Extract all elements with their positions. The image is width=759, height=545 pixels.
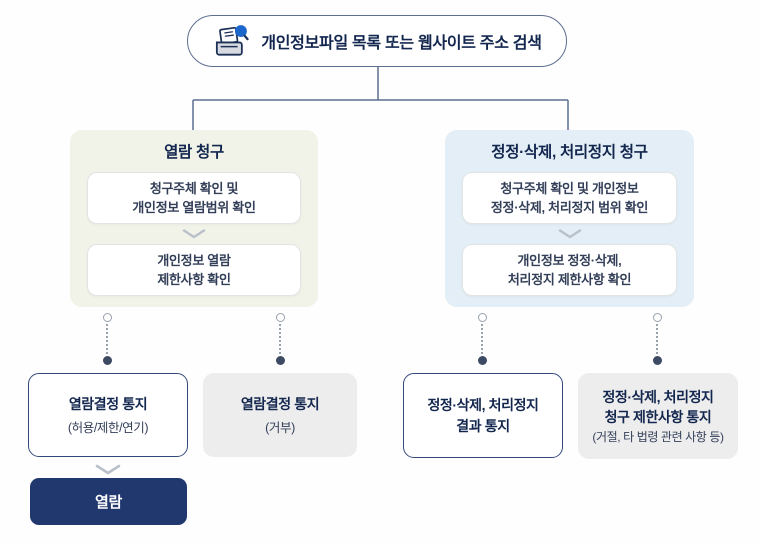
outcome-title: 정정·삭제, 처리정지 청구 제한사항 통지 bbox=[602, 388, 714, 426]
outcome-subtitle: (거절, 타 법령 관련 사항 등) bbox=[592, 429, 724, 444]
outcome-correction-result-notice: 정정·삭제, 처리정지 결과 통지 bbox=[403, 373, 563, 458]
outcome-title: 열람결정 통지 bbox=[68, 395, 148, 412]
panel-correction-title: 정정·삭제, 처리정지 청구 bbox=[491, 144, 648, 161]
dotted-connector bbox=[275, 313, 285, 365]
chevron-down-icon bbox=[87, 224, 301, 244]
chevron-down-icon bbox=[462, 224, 677, 244]
outcome-subtitle: (거부) bbox=[265, 420, 295, 435]
outcome-title: 열람결정 통지 bbox=[240, 395, 320, 412]
outcome-subtitle: (허용/제한/연기) bbox=[67, 420, 149, 435]
view-action-button[interactable]: 열람 bbox=[30, 478, 187, 525]
outcome-view-decision-refusal: 열람결정 통지 (거부) bbox=[203, 373, 357, 457]
document-search-icon bbox=[212, 24, 250, 58]
outcome-title: 정정·삭제, 처리정지 결과 통지 bbox=[427, 396, 539, 434]
dotted-connector bbox=[102, 313, 112, 365]
panel-view-title: 열람 청구 bbox=[164, 144, 224, 161]
outcome-correction-restriction-notice: 정정·삭제, 처리정지 청구 제한사항 통지 (거절, 타 법령 관련 사항 등… bbox=[578, 373, 738, 459]
step-view-2: 개인정보 열람 제한사항 확인 bbox=[87, 244, 301, 296]
root-node: 개인정보파일 목록 또는 웹사이트 주소 검색 bbox=[187, 15, 567, 67]
step-view-1: 청구주체 확인 및 개인정보 열람범위 확인 bbox=[87, 172, 301, 224]
root-label: 개인정보파일 목록 또는 웹사이트 주소 검색 bbox=[261, 35, 542, 52]
dotted-connector bbox=[477, 313, 487, 365]
panel-view-request: 열람 청구 청구주체 확인 및 개인정보 열람범위 확인 개인정보 열람 제한사… bbox=[70, 130, 318, 307]
chevron-down-icon bbox=[95, 462, 121, 480]
step-correction-1: 청구주체 확인 및 개인정보 정정·삭제, 처리정지 범위 확인 bbox=[462, 172, 677, 224]
step-correction-2: 개인정보 정정·삭제, 처리정지 제한사항 확인 bbox=[462, 244, 677, 296]
outcome-view-decision-notice: 열람결정 통지 (허용/제한/연기) bbox=[28, 373, 188, 457]
panel-correction-request: 정정·삭제, 처리정지 청구 청구주체 확인 및 개인정보 정정·삭제, 처리정… bbox=[445, 130, 694, 307]
dotted-connector bbox=[652, 313, 662, 365]
